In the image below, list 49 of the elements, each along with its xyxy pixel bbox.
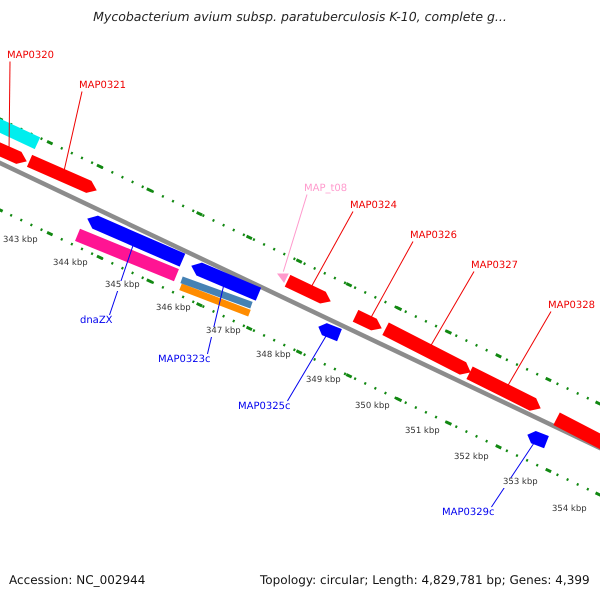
gene-feature	[382, 322, 471, 375]
tick-label: 344 kbp	[53, 259, 88, 269]
gene-label: MAP0323c	[158, 354, 210, 366]
gene-feature	[26, 154, 97, 193]
tick-label: 351 kbp	[405, 427, 440, 437]
tick-label: 349 kbp	[306, 376, 341, 386]
gene-feature	[0, 140, 27, 164]
gene-label: MAP0320	[7, 50, 54, 62]
leader-line	[286, 336, 326, 402]
gene-label: MAP0325c	[238, 401, 290, 412]
leader-line	[282, 194, 308, 272]
tick-label: 354 kbp	[552, 505, 587, 515]
tick-label: 348 kbp	[256, 351, 291, 361]
gene-feature	[352, 310, 382, 330]
gene-feature	[277, 274, 288, 282]
tick-label: 346 kbp	[156, 304, 191, 314]
gene-feature	[553, 412, 600, 452]
gene-label: MAP0321	[79, 80, 126, 92]
tick-label: 352 kbp	[454, 453, 489, 463]
tick-label: 345 kbp	[105, 281, 140, 291]
leader-line	[311, 211, 354, 286]
leader-line	[64, 91, 82, 170]
gene-feature	[191, 262, 262, 301]
tick-label: 350 kbp	[355, 402, 390, 412]
leader-line	[206, 286, 224, 354]
leader-line	[8, 61, 10, 148]
tick-label: 347 kbp	[206, 327, 241, 337]
gene-feature	[466, 366, 541, 411]
gene-label: MAP0326	[410, 230, 457, 242]
leader-line	[508, 311, 552, 386]
gene-feature	[87, 216, 186, 267]
gene-feature	[318, 323, 342, 342]
leader-line	[370, 241, 414, 318]
tick-label: 343 kbp	[3, 236, 38, 246]
gene-label: dnaZX	[80, 315, 113, 326]
leader-line	[430, 271, 474, 346]
topology-text: Topology: circular; Length: 4,829,781 bp; Genes: 4,399	[260, 574, 590, 588]
gene-label: MAP0328	[548, 300, 595, 312]
gene-label: MAP_t08	[304, 183, 348, 194]
title: Mycobacterium avium subsp. paratuberculosis K-10, complete g...	[92, 10, 508, 24]
gene-feature	[527, 431, 549, 448]
leader-line	[109, 245, 134, 316]
tick-label: 353 kbp	[503, 478, 538, 488]
gene-label: MAP0324	[350, 200, 397, 212]
gene-feature	[0, 116, 40, 150]
gene-feature	[284, 274, 331, 304]
accession-text: Accession: NC_002944	[9, 574, 146, 588]
gene-label: MAP0327	[471, 260, 518, 272]
gene-label: MAP0329c	[442, 507, 494, 518]
